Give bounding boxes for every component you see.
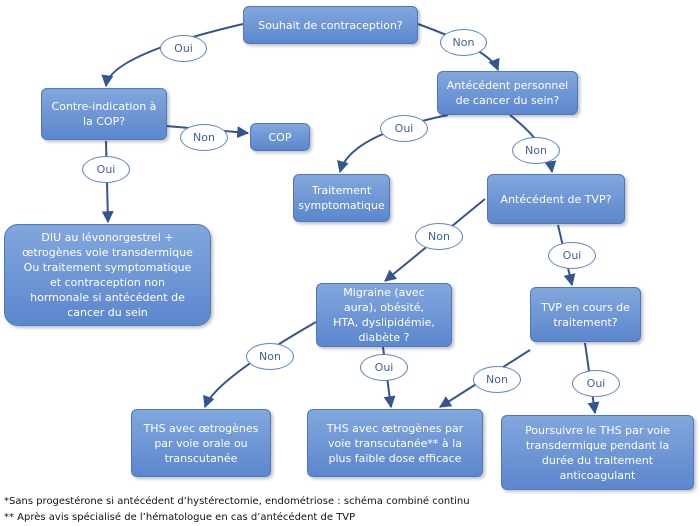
node-ths-transcutanee: THS avec œtrogènes par voie transcutanée… (307, 409, 483, 477)
edge-label-oui-6: Oui (572, 370, 620, 397)
edge-migraine-thsorale (203, 321, 317, 409)
edge-label-non-5: Non (246, 343, 294, 370)
edge-label-non-3: Non (512, 137, 560, 164)
edge-label-non-1: Non (440, 29, 487, 56)
edge-contraception-ci (101, 23, 244, 88)
node-antecedent-cancer-sein: Antécédent personnel de cancer du sein? (437, 71, 578, 115)
node-diu-levonorgestrel: DIU au lévonorgestrel + œtrogènes voie t… (4, 224, 211, 326)
node-contre-indication-cop: Contre-indication à la COP? (41, 88, 167, 140)
edge-label-oui-2: Oui (82, 156, 130, 183)
node-poursuivre-ths: Poursuivre le THS par voie transdermique… (501, 415, 694, 490)
edge-label-oui-1: Oui (160, 35, 207, 62)
edge-label-oui-3: Oui (380, 115, 428, 142)
node-antecedent-tvp: Antécédent de TVP? (487, 174, 625, 224)
footnote-progesterone: *Sans progestérone si antécédent d’hysté… (4, 496, 470, 507)
edge-label-oui-4: Oui (548, 242, 596, 269)
edge-label-non-6: Non (473, 366, 521, 393)
node-cop: COP (250, 123, 310, 151)
edge-label-non-4: Non (415, 223, 463, 250)
node-traitement-symptomatique: Traitement symptomatique (293, 174, 390, 222)
edge-atcd-traitement (337, 114, 449, 174)
edge-label-non-2: Non (180, 124, 228, 151)
footnote-hematologue: ** Après avis spécialisé de l’hématologu… (4, 512, 356, 523)
node-migraine-facteurs: Migraine (avec aura), obésité, HTA, dysl… (316, 283, 452, 347)
node-tvp-en-cours: TVP en cours de traitement? (530, 287, 641, 342)
node-souhait-contraception: Souhait de contraception? (243, 6, 418, 44)
node-ths-orale: THS avec œtrogènes par voie orale ou tra… (131, 409, 271, 477)
edge-label-oui-5: Oui (360, 354, 408, 381)
